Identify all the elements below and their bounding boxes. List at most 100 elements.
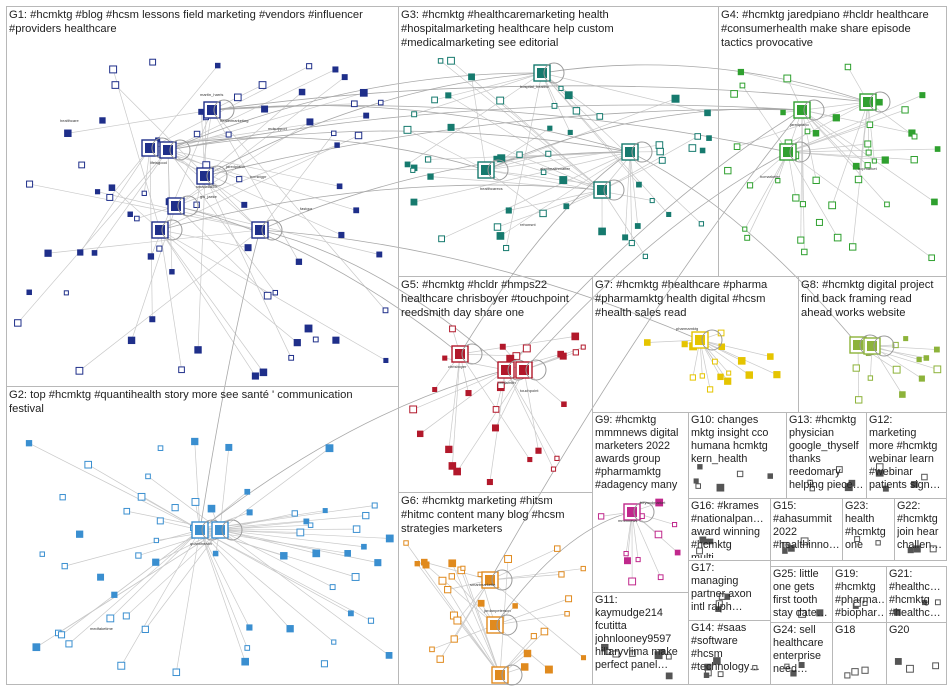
edge [211, 109, 386, 311]
edge [413, 151, 631, 203]
node [432, 387, 438, 393]
edge [414, 167, 487, 171]
edge [149, 65, 310, 149]
node [134, 215, 140, 222]
cross-group-edge [204, 72, 543, 177]
node [666, 211, 672, 217]
node-label: healthcare [60, 118, 79, 123]
node [852, 162, 860, 170]
node [291, 510, 298, 517]
node [746, 182, 754, 189]
node [106, 614, 115, 623]
self-loop [161, 219, 183, 241]
hub-node-inner [863, 97, 873, 107]
node [875, 540, 881, 546]
node [449, 325, 456, 333]
edge [149, 147, 153, 320]
edge [450, 60, 603, 191]
node [306, 63, 313, 70]
node [156, 245, 163, 252]
edge [159, 229, 264, 373]
node [153, 537, 159, 544]
node [628, 577, 637, 586]
node [715, 606, 721, 612]
node [363, 112, 370, 119]
node-label: beyondmarket [640, 500, 666, 505]
node [178, 366, 185, 374]
node [341, 74, 348, 81]
group-label-g16: G16: #krames #nationalpan… award winning… [691, 500, 764, 558]
node [371, 502, 378, 509]
group-label-g5: G5: #hcmktg #hcldr #hmps22 healthcare ch… [401, 279, 569, 319]
edge [413, 369, 507, 410]
node [377, 99, 384, 106]
node [849, 243, 857, 251]
node-label: fastgur [300, 206, 313, 211]
node [241, 201, 248, 208]
self-loop [221, 519, 243, 541]
node-label: jaredpiano [789, 122, 809, 127]
node [286, 625, 294, 633]
cross-group-edge [199, 369, 507, 531]
edge [801, 109, 888, 205]
node-label: mmmnews [618, 518, 637, 523]
node [497, 381, 505, 390]
node [580, 655, 587, 661]
node [862, 600, 868, 606]
node [280, 552, 288, 560]
node [409, 405, 418, 414]
node [861, 666, 869, 674]
edge [460, 570, 501, 676]
self-loop [261, 219, 283, 241]
node [882, 485, 889, 492]
node [403, 540, 409, 546]
node [94, 189, 101, 195]
edge [485, 169, 544, 214]
edge [149, 147, 357, 211]
node [244, 488, 251, 495]
node [320, 660, 328, 668]
node [522, 344, 531, 353]
node [718, 593, 726, 600]
node [636, 181, 642, 188]
edge [110, 529, 201, 619]
node [649, 198, 655, 204]
node-label: touchpoint [520, 388, 539, 393]
edge [197, 175, 206, 350]
self-loop [803, 99, 825, 121]
node [828, 201, 837, 210]
edge [501, 157, 603, 191]
node [695, 483, 701, 489]
node [551, 102, 558, 109]
node [212, 550, 219, 557]
edge [471, 76, 487, 171]
edge [199, 529, 352, 614]
node [438, 235, 445, 243]
node [410, 198, 418, 206]
self-loop [869, 91, 891, 113]
node [306, 118, 314, 126]
node [559, 352, 567, 360]
edge [787, 151, 932, 259]
node [881, 156, 889, 164]
edge [219, 529, 390, 539]
node [922, 599, 928, 606]
node [437, 58, 444, 64]
node [767, 473, 773, 479]
edge [36, 529, 221, 648]
node [445, 92, 452, 99]
node [906, 664, 914, 673]
edge [48, 229, 261, 254]
node [812, 130, 820, 137]
edge [787, 151, 886, 161]
node [447, 56, 455, 65]
node [916, 356, 922, 363]
node [26, 180, 34, 188]
node [225, 443, 233, 451]
node [694, 133, 702, 140]
node [671, 94, 680, 103]
node [149, 316, 156, 323]
hub-node-inner [255, 225, 265, 235]
edge [456, 369, 525, 472]
node [893, 608, 901, 616]
